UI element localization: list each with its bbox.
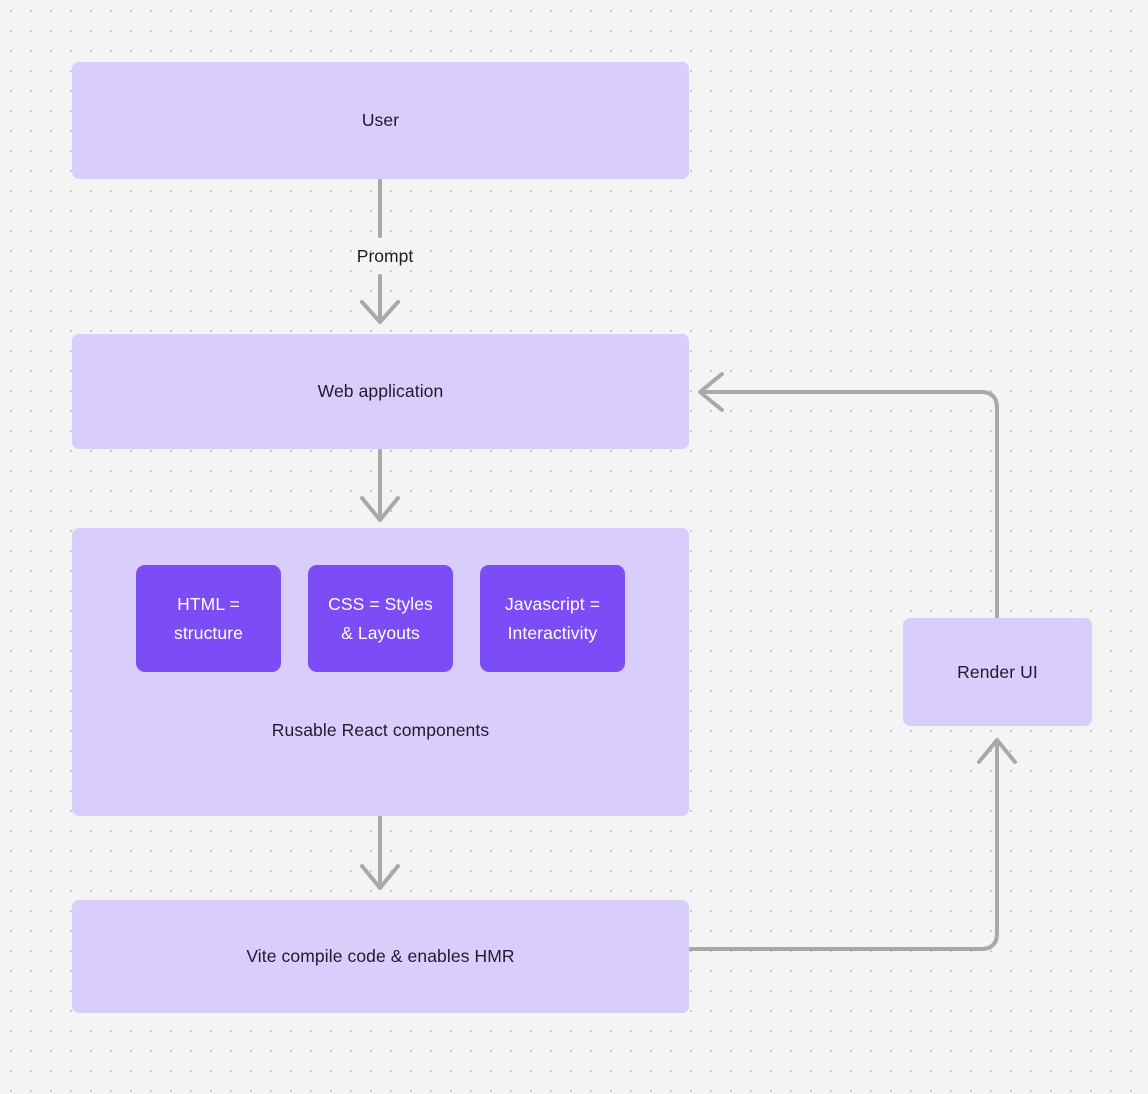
sub-box-row: HTML = structure CSS = Styles & Layouts … — [72, 565, 689, 672]
node-react-components-caption: Rusable React components — [271, 720, 490, 740]
node-user-label: User — [361, 110, 400, 131]
node-web-application[interactable]: Web application — [72, 334, 689, 449]
edge-webapp-to-components — [360, 448, 400, 522]
sub-box-html-label: HTML = structure — [174, 594, 243, 643]
node-vite[interactable]: Vite compile code & enables HMR — [72, 900, 689, 1013]
edge-vite-to-render — [688, 738, 1017, 951]
edge-components-to-vite — [360, 815, 400, 890]
edge-label-prompt: Prompt — [356, 246, 414, 266]
sub-box-css-label: CSS = Styles & Layouts — [328, 594, 433, 643]
sub-box-javascript[interactable]: Javascript = Interactivity — [480, 565, 625, 672]
node-vite-label: Vite compile code & enables HMR — [246, 946, 515, 967]
sub-box-css[interactable]: CSS = Styles & Layouts — [308, 565, 453, 672]
node-react-components[interactable]: HTML = structure CSS = Styles & Layouts … — [72, 528, 689, 816]
edge-render-to-webapp — [698, 372, 999, 620]
sub-box-javascript-label: Javascript = Interactivity — [504, 594, 601, 643]
node-render-ui-label: Render UI — [957, 661, 1038, 682]
node-render-ui[interactable]: Render UI — [903, 618, 1092, 726]
node-user[interactable]: User — [72, 62, 689, 179]
node-web-application-label: Web application — [317, 381, 444, 402]
sub-box-html[interactable]: HTML = structure — [136, 565, 281, 672]
